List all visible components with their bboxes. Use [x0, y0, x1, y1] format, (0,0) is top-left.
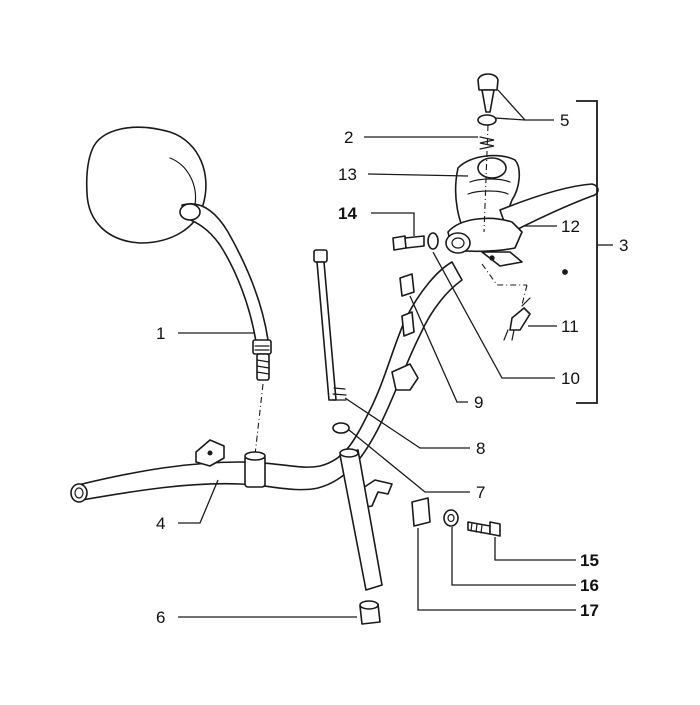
leader-lines — [178, 89, 613, 618]
mirror-rim — [169, 157, 197, 206]
callout-15: 15 — [580, 551, 599, 570]
handlebar — [70, 261, 463, 509]
pivot-screw-head — [477, 73, 499, 91]
callout-12: 12 — [561, 217, 580, 236]
callout-4: 4 — [156, 514, 165, 533]
fastener-set — [411, 497, 501, 537]
callout-5: 5 — [560, 111, 569, 130]
clamp-bolt — [392, 235, 407, 251]
pivot-screw-shank — [481, 89, 495, 113]
callout-10: 10 — [561, 369, 580, 388]
mirror-assembly — [85, 126, 272, 456]
handlebar-mount-plug — [391, 363, 419, 391]
callout-11: 11 — [561, 317, 579, 336]
pivot-washer — [477, 114, 497, 126]
callout-6: 6 — [156, 608, 165, 627]
callout-17: 17 — [580, 601, 599, 620]
callout-9: 9 — [474, 393, 483, 412]
mirror-axis-line — [254, 383, 264, 456]
mirror-head — [85, 126, 207, 244]
rod-washer — [332, 422, 350, 434]
washer — [443, 509, 459, 527]
brake-switch — [509, 307, 531, 331]
reference-dot — [562, 269, 568, 275]
lever-spring — [479, 136, 495, 150]
handlebar-spacer — [401, 311, 415, 337]
callout-8: 8 — [476, 439, 485, 458]
clamp-washer — [427, 232, 439, 250]
handlebar-tube — [77, 261, 463, 501]
callout-1: 1 — [156, 324, 165, 343]
throttle-grip — [339, 449, 383, 591]
callout-3: 3 — [619, 236, 628, 255]
square-nut — [411, 497, 431, 527]
mirror-stem — [181, 203, 269, 343]
clamp-insert — [399, 273, 415, 297]
callout-16: 16 — [580, 576, 599, 595]
throttle-assembly — [313, 249, 383, 625]
callout-2: 2 — [344, 128, 353, 147]
callout-labels: 1 2 3 4 5 6 7 8 9 10 11 12 13 14 15 16 1… — [156, 111, 628, 627]
bolt-head — [489, 521, 501, 537]
group-bracket — [576, 100, 598, 404]
lever-assembly — [392, 73, 599, 341]
handlebar-left-end — [70, 483, 88, 503]
control-rod — [316, 261, 337, 401]
mirror-stem-joint — [179, 203, 201, 221]
mirror-nut — [252, 339, 272, 355]
lever-clamp-tab — [481, 251, 523, 267]
callout-13: 13 — [338, 165, 357, 184]
callout-7: 7 — [476, 483, 485, 502]
callout-14: 14 — [338, 204, 357, 223]
rod-head — [313, 249, 328, 263]
